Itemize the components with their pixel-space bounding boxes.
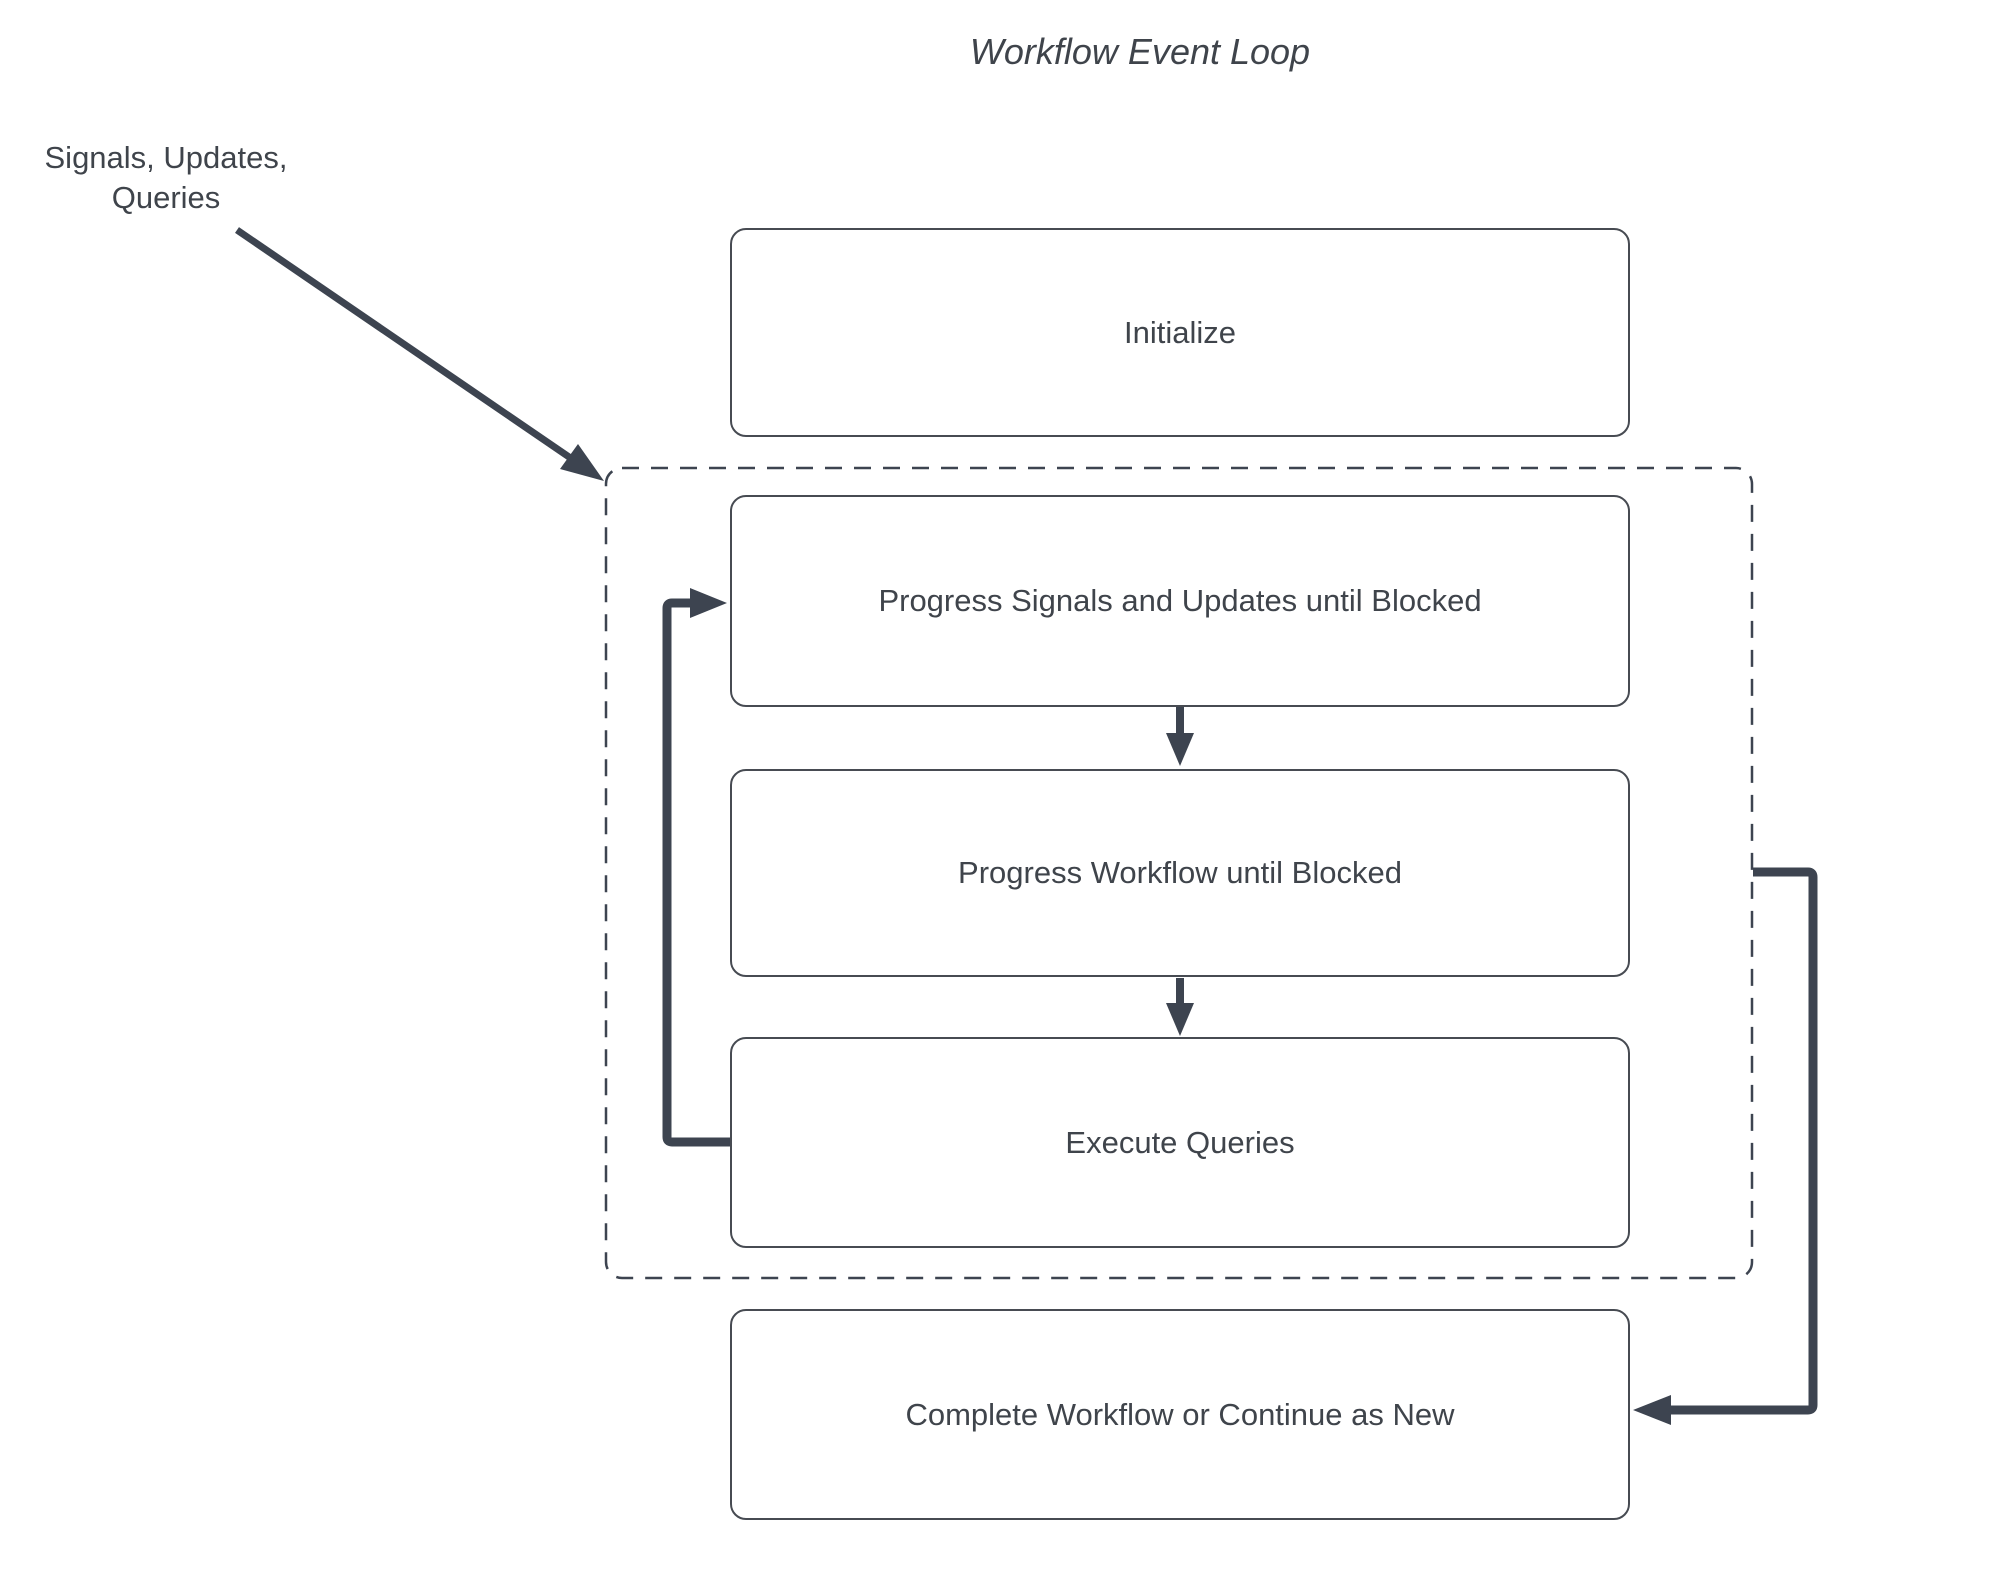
arrow-loop-to-complete-head [1633,1395,1671,1425]
arrow-signals-to-workflow-head [1166,733,1194,766]
annotation-line-1: Signals, Updates, [44,140,288,175]
arrow-workflow-to-execute-head [1166,1003,1194,1036]
node-complete-workflow: Complete Workflow or Continue as New [730,1309,1630,1520]
node-progress-signals-and-updates: Progress Signals and Updates until Block… [730,495,1630,707]
arrow-annotation-to-loop-head [560,444,604,481]
node-progress-workflow-label: Progress Workflow until Blocked [958,855,1402,890]
node-execute-queries-label: Execute Queries [1065,1124,1295,1160]
annotation-signals-updates-queries: Signals, Updates, Queries [20,138,312,218]
arrow-annotation-to-loop-line [235,227,574,462]
arrow-loop-to-complete-line [1671,867,1818,1415]
node-progress-workflow: Progress Workflow until Blocked [730,769,1630,977]
arrow-execute-to-signals-head [690,588,727,618]
node-initialize: Initialize [730,228,1630,437]
annotation-line-2: Queries [111,180,221,215]
node-execute-queries: Execute Queries [730,1037,1630,1248]
node-complete-workflow-label: Complete Workflow or Continue as New [905,1396,1455,1432]
node-progress-signals-label: Progress Signals and Updates until Block… [878,583,1482,618]
node-initialize-label: Initialize [1124,314,1236,350]
diagram-title: Workflow Event Loop [969,31,1311,72]
arrow-execute-to-signals-line [662,598,730,1147]
